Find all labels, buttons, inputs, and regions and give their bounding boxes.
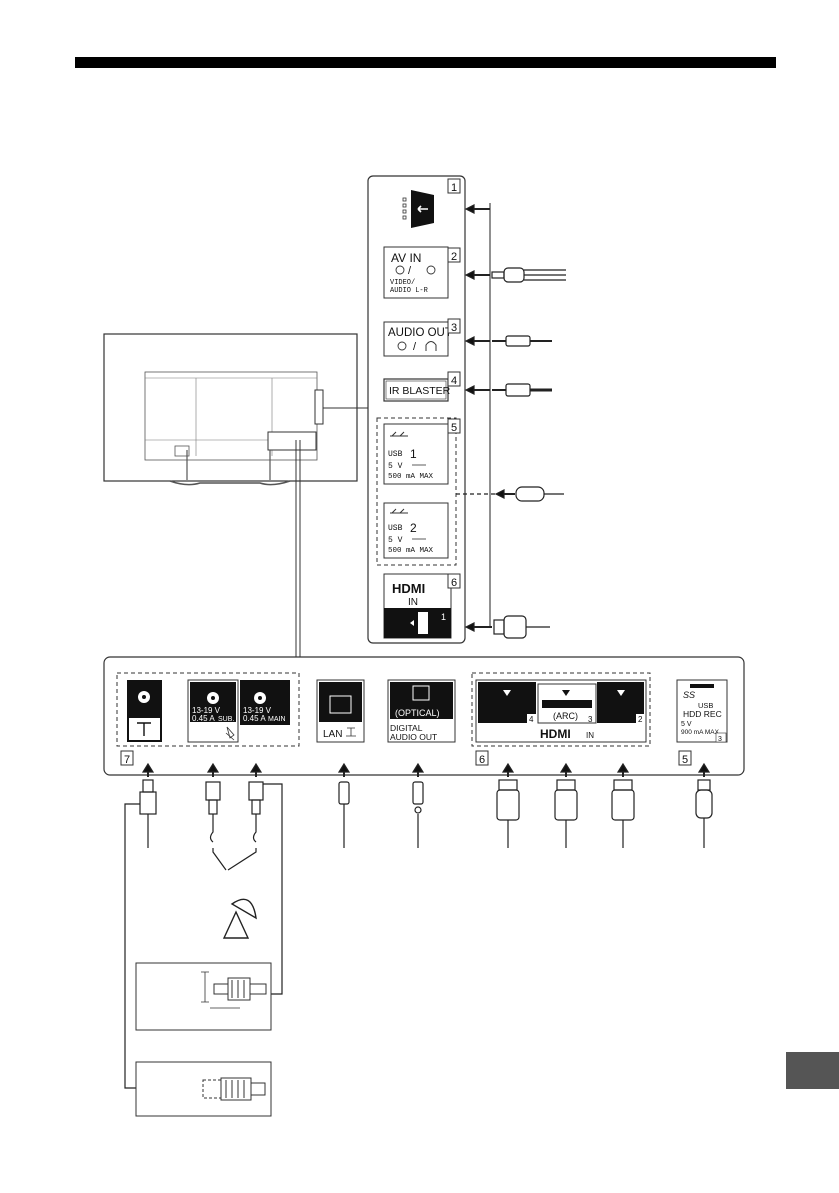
svg-text:900 mA MAX: 900 mA MAX	[681, 729, 720, 736]
svg-text:AV IN: AV IN	[391, 251, 421, 265]
usb2-port[interactable]: USB 2 5 V 500 mA MAX	[384, 503, 448, 558]
svg-text:HDMI: HDMI	[540, 727, 571, 741]
svg-text:IR BLASTER: IR BLASTER	[389, 385, 451, 397]
svg-text:500 mA MAX: 500 mA MAX	[388, 547, 434, 555]
hdmi-ports-group: (ARC) 4 3 2 HDMI IN	[476, 680, 646, 742]
port-number-5: 5	[448, 419, 460, 434]
svg-text:USB: USB	[388, 450, 403, 459]
satellite-main-port[interactable]: 13-19 V 0.45 A MAIN	[240, 680, 290, 725]
port-number-1: 1	[448, 179, 460, 194]
f-connector-detail	[136, 963, 271, 1030]
svg-text:0.45 A: 0.45 A	[243, 714, 266, 723]
svg-text:5 V: 5 V	[388, 462, 403, 471]
svg-text:IN: IN	[586, 731, 594, 740]
port-number-3: 3	[448, 319, 460, 334]
svg-text:HDMI: HDMI	[392, 581, 425, 596]
side-panel	[368, 176, 465, 643]
svg-text:3: 3	[718, 736, 722, 743]
svg-text:(OPTICAL): (OPTICAL)	[395, 708, 440, 718]
group-number-6: 6	[476, 751, 488, 766]
bottom-cables	[125, 764, 712, 1088]
audio-out-port[interactable]: AUDIO OUT /	[384, 322, 452, 356]
svg-text:AUDIO OUT: AUDIO OUT	[390, 732, 437, 742]
svg-text:0.45 A: 0.45 A	[192, 714, 215, 723]
port-number-4: 4	[448, 372, 460, 387]
svg-text:AUDIO L-R: AUDIO L-R	[390, 287, 429, 295]
satellite-sub-port[interactable]: 13-19 V 0.45 A SUB.	[188, 680, 238, 742]
svg-text:1: 1	[441, 612, 446, 622]
usb3-hdd-rec-port[interactable]: SS USB HDD REC 5 V 900 mA MAX 3	[677, 680, 727, 743]
svg-text:6: 6	[451, 577, 457, 589]
header-bar	[75, 57, 776, 68]
lan-port[interactable]: LAN	[317, 680, 364, 742]
svg-text:(ARC): (ARC)	[553, 711, 578, 721]
svg-text:USB: USB	[388, 524, 403, 533]
group-number-5: 5	[679, 751, 691, 766]
port-number-6: 6	[448, 574, 460, 589]
svg-text:VIDEO/: VIDEO/	[390, 279, 415, 287]
side-cables	[456, 203, 566, 638]
svg-text:HDD REC: HDD REC	[683, 709, 722, 719]
svg-text:SUB.: SUB.	[218, 716, 234, 723]
hdmi-side-port[interactable]: HDMI IN 1	[384, 574, 451, 638]
svg-text:IN: IN	[408, 597, 418, 608]
satellite-dish-icon	[224, 912, 248, 938]
svg-text:500 mA MAX: 500 mA MAX	[388, 473, 434, 481]
svg-text:1: 1	[451, 182, 457, 194]
ir-blaster-port[interactable]: IR BLASTER	[384, 379, 451, 401]
page-tab	[786, 1052, 839, 1089]
svg-text:5: 5	[682, 754, 688, 766]
svg-text:7: 7	[124, 754, 130, 766]
svg-text:5 V: 5 V	[681, 721, 692, 728]
usb1-port[interactable]: USB 1 5 V 500 mA MAX	[384, 424, 448, 484]
svg-text:2: 2	[638, 715, 643, 724]
svg-text:LAN: LAN	[323, 729, 342, 740]
svg-text:MAIN: MAIN	[268, 716, 286, 723]
svg-text:4: 4	[529, 715, 534, 724]
svg-text:3: 3	[451, 322, 457, 334]
iec-connector-detail	[136, 1062, 271, 1116]
svg-text:2: 2	[410, 521, 417, 535]
svg-text:6: 6	[479, 754, 485, 766]
svg-text:1: 1	[410, 447, 417, 461]
svg-text:4: 4	[451, 375, 457, 387]
optical-audio-out-port[interactable]: (OPTICAL) DIGITAL AUDIO OUT	[388, 680, 455, 742]
port-number-2: 2	[448, 248, 460, 263]
svg-text:SS: SS	[683, 690, 695, 700]
svg-text:3: 3	[588, 715, 593, 724]
svg-text:5 V: 5 V	[388, 536, 403, 545]
group-number-7: 7	[121, 751, 133, 766]
svg-text:2: 2	[451, 251, 457, 263]
svg-text:AUDIO OUT: AUDIO OUT	[388, 327, 452, 339]
terrestrial-antenna-port[interactable]	[127, 680, 162, 742]
av-in-port[interactable]: AV IN / VIDEO/ AUDIO L-R	[384, 247, 448, 298]
svg-text:5: 5	[451, 422, 457, 434]
tv-rear-illustration	[104, 334, 357, 485]
